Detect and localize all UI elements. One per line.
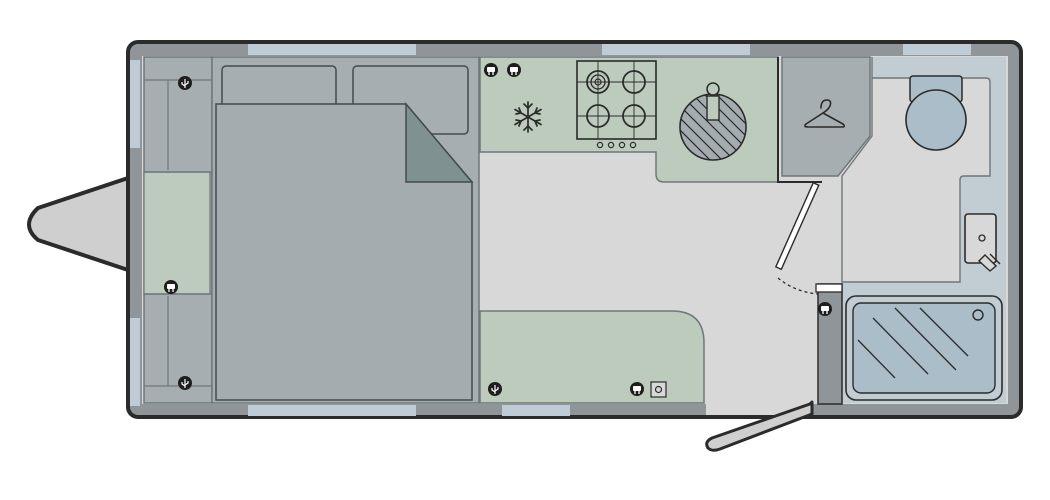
washroom-partition	[817, 283, 843, 405]
window-kitchen-top	[602, 44, 750, 55]
power-socket-icon	[507, 63, 521, 77]
hob-icon	[576, 60, 657, 149]
tv-point-icon	[650, 381, 667, 398]
window-front-end-upper	[130, 60, 140, 148]
entrance-door	[705, 400, 814, 452]
power-socket-icon	[484, 63, 498, 77]
power-socket-icon	[630, 382, 644, 396]
snowflake-icon	[514, 101, 542, 133]
toilet-icon	[905, 75, 967, 151]
power-socket-icon	[818, 302, 832, 316]
usb-socket-icon	[178, 376, 192, 390]
window-front-bottom	[248, 405, 416, 416]
usb-socket-icon	[488, 382, 502, 396]
washroom-door	[774, 181, 820, 271]
usb-socket-icon	[178, 76, 192, 90]
wardrobe-frame	[777, 57, 822, 183]
window-washroom-top	[903, 44, 971, 55]
power-socket-icon	[164, 280, 178, 294]
window-side-bottom	[502, 405, 570, 416]
bed-duvet-fold	[405, 101, 474, 183]
front-storage-cupboard	[143, 171, 211, 295]
a-frame-hitch	[27, 176, 130, 272]
coat-hanger-icon	[804, 99, 846, 128]
wardrobe	[781, 56, 871, 177]
window-front-top	[248, 44, 416, 55]
entrance-doorway	[706, 404, 808, 415]
side-sofa	[479, 310, 705, 404]
window-front-end-lower	[130, 318, 140, 406]
shower-icon	[845, 295, 1003, 401]
washbasin-icon	[964, 213, 1001, 272]
